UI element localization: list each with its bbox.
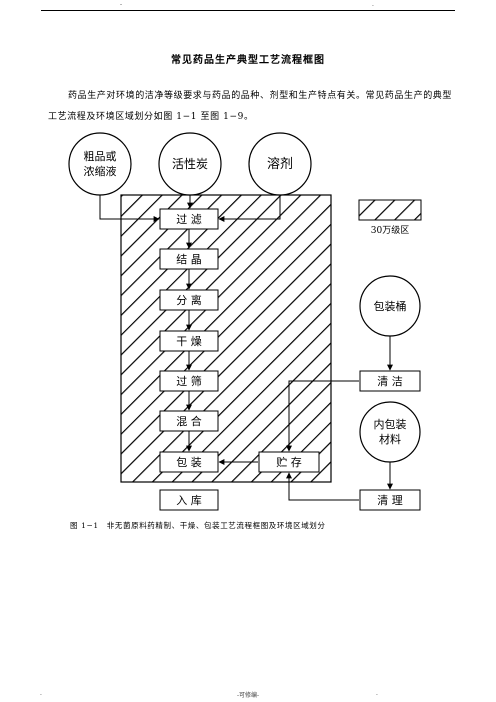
- svg-text:干 燥: 干 燥: [176, 335, 202, 348]
- legend-swatch: [358, 199, 422, 221]
- header-mark-right: .: [372, 1, 374, 8]
- figure-caption: 图 1−1 非无菌原料药精制、干燥、包装工艺流程框图及环境区域划分: [70, 521, 326, 530]
- step-crystallize: 结 晶: [159, 248, 219, 270]
- page-title: 常见药品生产典型工艺流程框图: [171, 55, 325, 66]
- step-sieve: 过 筛: [159, 370, 219, 392]
- svg-text:入 库: 入 库: [176, 494, 202, 507]
- svg-text:浓缩液: 浓缩液: [84, 164, 117, 178]
- circle-inner-packaging: 内包装 材料: [359, 401, 421, 463]
- svg-text:包 装: 包 装: [176, 456, 202, 469]
- svg-text:过 滤: 过 滤: [176, 213, 202, 226]
- svg-text:内包装: 内包装: [374, 417, 407, 431]
- header-mark: -: [120, 1, 123, 8]
- circle-packaging-barrel: 包装桶: [359, 275, 421, 337]
- step-separate: 分 离: [159, 289, 219, 311]
- svg-text:结 晶: 结 晶: [176, 253, 202, 266]
- legend-label: 30万级区: [371, 224, 409, 236]
- header-rule: [41, 10, 455, 11]
- svg-text:粗品或: 粗品或: [84, 150, 117, 163]
- step-mix: 混 合: [159, 410, 219, 432]
- svg-text:分 离: 分 离: [176, 293, 202, 307]
- svg-text:溶剂: 溶剂: [267, 157, 293, 172]
- clean-zone-area: [120, 194, 332, 483]
- footer-mark-right: .: [376, 690, 378, 697]
- step-tidy: 清 理: [359, 489, 421, 511]
- svg-text:清 理: 清 理: [377, 494, 403, 507]
- step-pack: 包 装: [159, 451, 219, 473]
- circle-activated-carbon: 活性炭: [158, 132, 222, 196]
- svg-text:活性炭: 活性炭: [172, 157, 208, 171]
- step-warehouse: 入 库: [159, 489, 219, 511]
- flow-connectors: [99, 195, 393, 501]
- svg-text:清 洁: 清 洁: [377, 375, 403, 388]
- svg-text:贮 存: 贮 存: [276, 455, 302, 469]
- svg-text:过 筛: 过 筛: [176, 374, 202, 388]
- footer-mark-left: .: [40, 690, 42, 697]
- circle-crude-liquid: 粗品或 浓缩液: [68, 132, 132, 196]
- svg-text:混 合: 混 合: [176, 414, 202, 428]
- step-store: 贮 存: [258, 451, 320, 473]
- intro-paragraph: 药品生产对环境的洁净等级要求与药品的品种、剂型和生产特点有关。常见药品生产的典型…: [48, 91, 453, 122]
- svg-text:包装桶: 包装桶: [374, 299, 407, 313]
- step-clean: 清 洁: [359, 370, 421, 392]
- step-filter: 过 滤: [159, 208, 219, 230]
- circle-solvent: 溶剂: [248, 132, 312, 196]
- svg-text:材料: 材料: [379, 432, 401, 446]
- step-dry: 干 燥: [159, 330, 219, 352]
- page-footer: -可修编-: [236, 692, 260, 699]
